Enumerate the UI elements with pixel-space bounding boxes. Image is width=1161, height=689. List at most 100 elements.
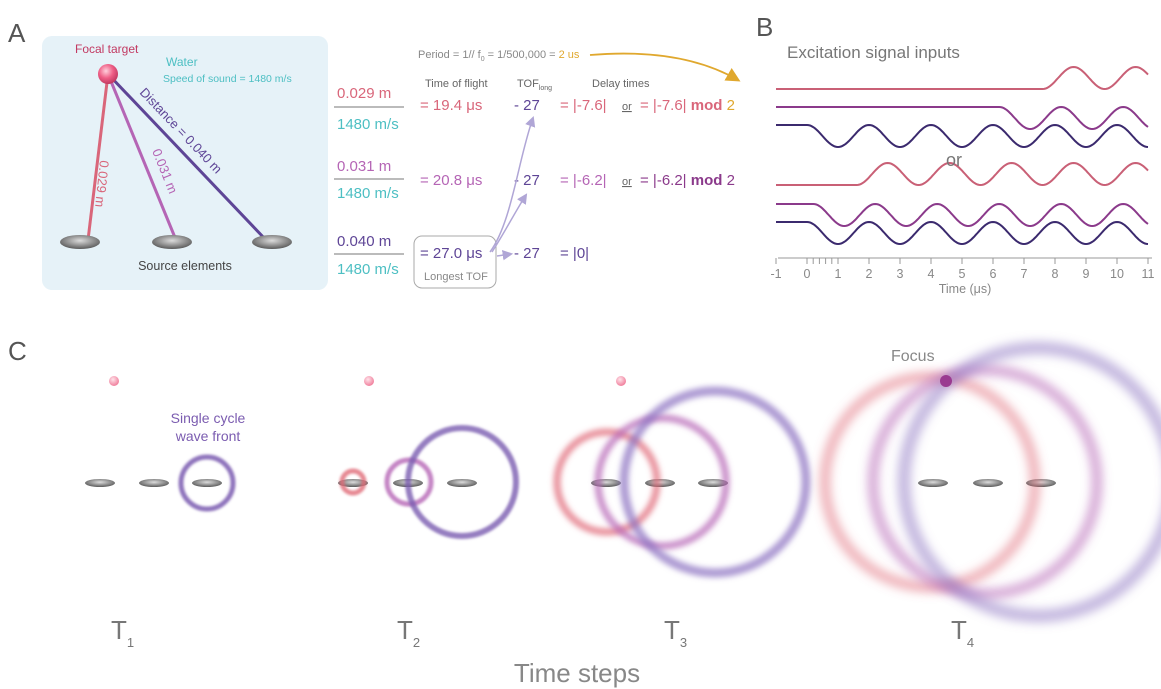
t2-wavefront-red bbox=[339, 468, 367, 496]
row1-delay-mod: = |-7.6| mod 2 bbox=[640, 97, 735, 114]
t2-wavefront-purple bbox=[405, 425, 519, 539]
period-formula: Period = 1// f0 = 1/500,000 = 2 us bbox=[418, 49, 580, 63]
source-element-1 bbox=[60, 235, 100, 249]
time-tick-label-6: 5 bbox=[959, 267, 966, 281]
line1-distance: 0.029 m bbox=[92, 160, 112, 208]
source-elements-label: Source elements bbox=[138, 259, 232, 273]
time-step-3: T3 bbox=[664, 615, 687, 650]
t3-wavefront-pink bbox=[594, 414, 730, 550]
waveform-top-2 bbox=[776, 105, 1149, 131]
time-tick-label-10: 9 bbox=[1083, 267, 1090, 281]
time-tick-label-9: 8 bbox=[1052, 267, 1059, 281]
path-line-2 bbox=[106, 73, 178, 241]
t3-element-3 bbox=[698, 479, 728, 487]
t3-wavefront-red bbox=[553, 428, 661, 536]
time-step-2: T2 bbox=[397, 615, 420, 650]
time-tick-label-3: 2 bbox=[866, 267, 873, 281]
row1-numerator: 0.029 m bbox=[337, 85, 391, 102]
tof-arrow-2 bbox=[491, 193, 528, 253]
row3-numerator: 0.040 m bbox=[337, 233, 391, 250]
t2-element-3 bbox=[447, 479, 477, 487]
waveform-bottom-3 bbox=[776, 220, 1149, 246]
t1-focal-dot bbox=[109, 376, 119, 386]
row2-delay-mod: = |-6.2| mod 2 bbox=[640, 172, 735, 189]
row2-minus: - 27 bbox=[514, 172, 540, 189]
row2-denominator: 1480 m/s bbox=[337, 185, 399, 202]
panel-b-label: B bbox=[756, 12, 773, 42]
row3-minus: - 27 bbox=[514, 245, 540, 262]
water-box bbox=[42, 36, 328, 290]
excitation-title: Excitation signal inputs bbox=[787, 43, 960, 62]
time-tick-label-4: 3 bbox=[897, 267, 904, 281]
time-step-1: T1 bbox=[111, 615, 134, 650]
source-element-2 bbox=[152, 235, 192, 249]
row2-delay: = |-6.2| bbox=[560, 172, 607, 189]
t2-wavefront-pink bbox=[384, 457, 434, 507]
tof-arrow-1 bbox=[489, 116, 536, 253]
period-arrow bbox=[589, 52, 741, 82]
row1-delay: = |-7.6| bbox=[560, 97, 607, 114]
path-line-3 bbox=[106, 72, 268, 242]
waveform-or: or bbox=[946, 150, 962, 170]
header-toflong: TOFlong bbox=[517, 78, 552, 92]
waveform-bottom-1 bbox=[776, 161, 1149, 187]
waveform-top-3 bbox=[776, 123, 1149, 149]
time-tick-label-5: 4 bbox=[928, 267, 935, 281]
waveform-plot bbox=[776, 65, 1149, 246]
water-label: Water bbox=[166, 55, 198, 69]
tof-arrow-3 bbox=[496, 249, 514, 261]
longest-tof-box bbox=[413, 235, 497, 289]
row1-denominator: 1480 m/s bbox=[337, 116, 399, 133]
t4-element-2 bbox=[973, 479, 1003, 487]
t2-element-1 bbox=[338, 479, 368, 487]
t1-wavefront-purple bbox=[178, 454, 236, 512]
time-steps-label: Time steps bbox=[514, 658, 640, 688]
focus-label: Focus bbox=[891, 348, 935, 365]
time-tick-label-0: -1 bbox=[770, 267, 781, 281]
time-tick-label-11: 10 bbox=[1110, 267, 1124, 281]
time-tick-label-2: 1 bbox=[835, 267, 842, 281]
t3-focal-dot bbox=[616, 376, 626, 386]
longest-tof-label: Longest TOF bbox=[424, 271, 488, 283]
t4-element-1 bbox=[918, 479, 948, 487]
time-tick-label-8: 7 bbox=[1021, 267, 1028, 281]
speed-label: Speed of sound = 1480 m/s bbox=[163, 73, 292, 85]
time-axis-label: Time (μs) bbox=[939, 282, 992, 296]
wave-front-label: wave front bbox=[175, 428, 241, 444]
header-delay: Delay times bbox=[592, 78, 650, 90]
t1-element-2 bbox=[139, 479, 169, 487]
panel-c-label: C bbox=[8, 336, 27, 366]
panel-a-label: A bbox=[8, 18, 26, 48]
t4-focus-dot bbox=[940, 375, 952, 387]
t4-wavefront-red bbox=[820, 372, 1040, 592]
time-axis-ticks: -1 0 1 2 3 4 5 6 7 8 9 10 11 bbox=[770, 258, 1155, 281]
t4-wavefront-purple bbox=[897, 341, 1161, 623]
time-tick-label-12: 11 bbox=[1142, 267, 1155, 281]
path-line-1 bbox=[86, 73, 110, 241]
row1-tof: = 19.4 μs bbox=[420, 97, 482, 114]
t1-element-3 bbox=[192, 479, 222, 487]
row1-minus: - 27 bbox=[514, 97, 540, 114]
t3-wavefront-purple bbox=[619, 386, 811, 578]
time-tick-label-1: 0 bbox=[804, 267, 811, 281]
row3-tof: = 27.0 μs bbox=[420, 245, 482, 262]
row3-delay: = |0| bbox=[560, 245, 589, 262]
header-tof: Time of flight bbox=[425, 78, 488, 90]
time-step-4: T4 bbox=[951, 615, 974, 650]
source-element-3 bbox=[252, 235, 292, 249]
t1-element-1 bbox=[85, 479, 115, 487]
row3-denominator: 1480 m/s bbox=[337, 261, 399, 278]
single-cycle-label: Single cycle bbox=[171, 410, 246, 426]
t2-focal-dot bbox=[364, 376, 374, 386]
row2-numerator: 0.031 m bbox=[337, 158, 391, 175]
waveform-top-1 bbox=[776, 65, 1149, 91]
row2-or: or bbox=[622, 176, 632, 188]
focal-target-label: Focal target bbox=[75, 42, 139, 56]
row1-or: or bbox=[622, 101, 632, 113]
waveform-bottom-2 bbox=[776, 202, 1149, 228]
focal-target-dot bbox=[98, 64, 118, 84]
t4-wavefront-pink bbox=[868, 365, 1102, 599]
time-tick-label-7: 6 bbox=[990, 267, 997, 281]
row2-tof: = 20.8 μs bbox=[420, 172, 482, 189]
